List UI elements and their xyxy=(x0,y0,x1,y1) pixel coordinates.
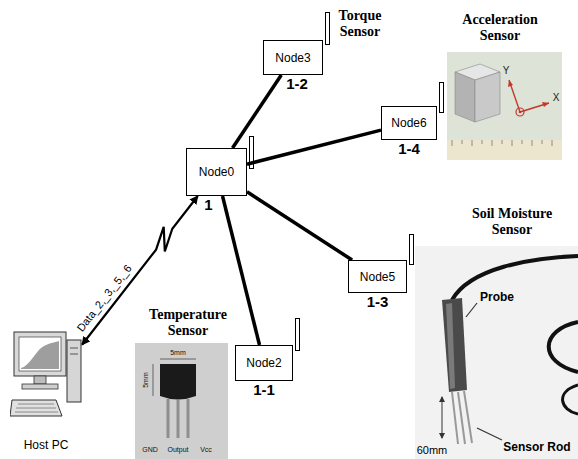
callout-number: 1-2 xyxy=(286,75,308,92)
node-label: Node5 xyxy=(360,270,395,284)
link-line xyxy=(247,192,352,260)
wireless-link xyxy=(82,196,198,345)
soil-moisture-sensor-photo xyxy=(415,246,578,459)
node-label: Host PC xyxy=(24,438,69,452)
antenna-symbol xyxy=(296,319,300,351)
part-label: Sensor Rod xyxy=(503,440,570,454)
callout-number: 1 xyxy=(204,196,212,213)
acceleration-sensor-photo xyxy=(447,52,562,160)
dimension-line xyxy=(153,364,154,396)
probe-body xyxy=(442,298,467,392)
node-label: Node2 xyxy=(246,356,281,370)
node-label: Node3 xyxy=(275,51,310,65)
axis-label: Y xyxy=(503,65,510,76)
antenna-symbol xyxy=(410,235,414,265)
cube-front xyxy=(455,72,475,122)
axis-dot xyxy=(519,111,522,114)
dimension-arrowheads xyxy=(439,396,445,439)
part-label: Probe xyxy=(480,290,514,304)
link-line xyxy=(223,196,260,345)
sensor-pin xyxy=(167,399,170,438)
sensor-node: Node61-4 xyxy=(381,106,437,140)
sensor-cable xyxy=(563,385,578,414)
axis-dot xyxy=(516,108,524,116)
sensor-pin xyxy=(187,399,190,438)
dimension-label: 5mm xyxy=(142,372,149,388)
photo-ground xyxy=(415,246,578,459)
link-line xyxy=(247,130,381,164)
callout-number: 1-1 xyxy=(253,381,275,398)
pin-name: Output xyxy=(167,446,188,453)
sensor-node: Node31-2 xyxy=(263,40,323,75)
edge-label: Data_2,_3,_5,_6 xyxy=(73,260,135,335)
sensor-title: Soil Moisture Sensor xyxy=(451,206,573,238)
callout-number: 1-4 xyxy=(398,140,420,157)
computer-node: Host PC xyxy=(10,328,82,454)
dimension-line xyxy=(160,359,196,360)
dimension-label: 5mm xyxy=(170,349,186,356)
sensor-node: Node01 xyxy=(186,148,247,196)
sensor-title: Acceleration Sensor xyxy=(444,12,556,44)
computer-icon xyxy=(10,328,82,420)
axis-arrowhead xyxy=(542,102,549,107)
pin-name: GND xyxy=(142,446,158,453)
ruler xyxy=(447,140,562,160)
node-label: Node6 xyxy=(391,116,426,130)
axis-arrow xyxy=(509,80,520,112)
ruler-ticks xyxy=(452,140,552,146)
probe-highlight xyxy=(446,303,455,389)
axis-arrowhead xyxy=(508,80,513,87)
axis-label: X xyxy=(553,92,560,103)
sensor-rod xyxy=(452,392,458,444)
antennas xyxy=(250,13,444,351)
antenna-symbol xyxy=(326,13,330,45)
leader-line xyxy=(466,303,477,317)
photo-ground xyxy=(135,343,228,459)
dimension-label: 60mm xyxy=(417,444,448,456)
node-label: Node0 xyxy=(199,165,234,179)
leader-line xyxy=(477,428,502,440)
cube-side xyxy=(475,72,500,122)
sensor-body xyxy=(160,364,196,400)
sensor-title: Torque Sensor xyxy=(329,8,391,40)
sensor-title: Temperature Sensor xyxy=(138,307,238,339)
temperature-sensor-photo xyxy=(135,343,228,459)
sensor-pin xyxy=(177,400,180,438)
dimension-line xyxy=(442,397,443,438)
pin-name: Vcc xyxy=(200,446,212,453)
sensor-rod xyxy=(464,391,472,443)
callout-number: 1-3 xyxy=(367,293,389,310)
sensor-node: Node51-3 xyxy=(348,260,407,293)
sensor-cable xyxy=(549,322,578,372)
antenna-symbol xyxy=(440,83,444,113)
sensor-node: Node21-1 xyxy=(235,345,293,381)
sensor-cable xyxy=(452,256,578,300)
photo-ground xyxy=(447,52,562,160)
sensor-rod xyxy=(458,392,465,444)
link-line xyxy=(233,75,282,148)
